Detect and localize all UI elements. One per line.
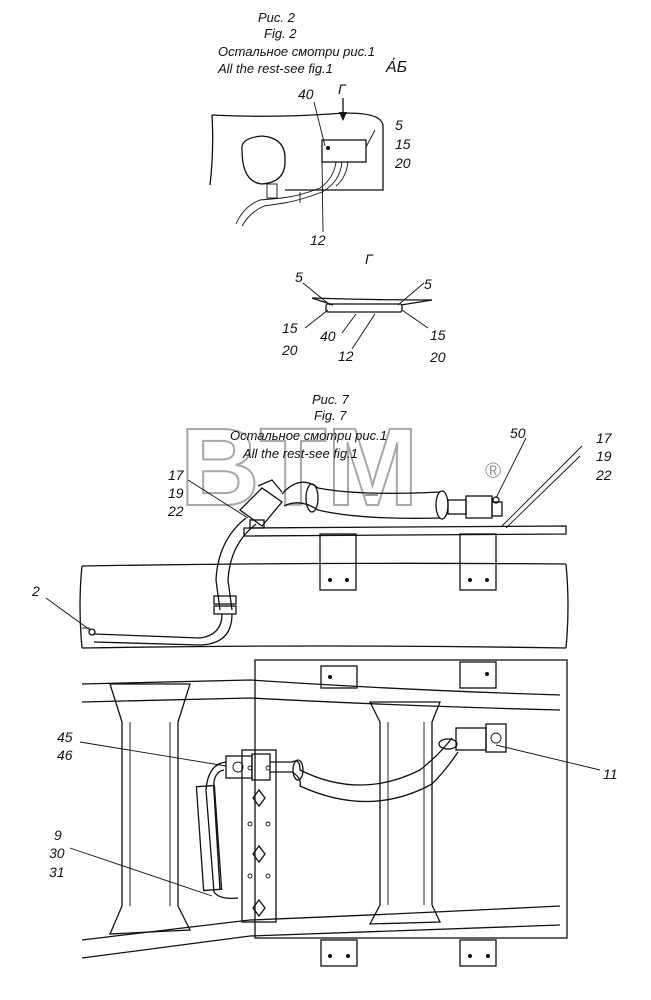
fig2-label-5: 5 (395, 117, 403, 133)
fig7-label-19-left: 19 (168, 485, 184, 501)
fig7-label-17-left: 17 (168, 467, 185, 483)
fig2-view-ab: А́Б (385, 56, 407, 76)
fig2-label-40: 40 (298, 86, 314, 102)
fig7-label-22-left: 22 (167, 503, 184, 519)
section-g-label-20-right: 20 (429, 349, 446, 365)
fig7-note-ru: Остальное смотри рис.1 (230, 428, 387, 443)
plan-view: 45 46 11 9 30 31 (49, 659, 618, 967)
plan-label-46: 46 (57, 747, 73, 763)
section-g: Г 5 5 15 20 40 12 15 20 (281, 251, 446, 365)
fig7-label-19-right: 19 (596, 448, 612, 464)
fig2-caption: Рис. 2 Fig. 2 Остальное смотри рис.1 All… (217, 10, 407, 97)
fig7-caption-ru: Рис. 7 (312, 392, 350, 407)
section-g-label-20-left: 20 (281, 342, 298, 358)
fig7-label-2: 2 (31, 583, 40, 599)
section-g-label-15-right: 15 (430, 327, 446, 343)
fig2-caption-ru: Рис. 2 (258, 10, 296, 25)
plan-label-30: 30 (49, 845, 65, 861)
section-g-label-40: 40 (320, 328, 336, 344)
fig2-view-g: Г (338, 81, 347, 97)
plan-label-9: 9 (54, 827, 62, 843)
fig2-drawing: 40 5 15 20 12 (209, 86, 411, 248)
fig7-label-17-right: 17 (596, 430, 613, 446)
fig7-label-50: 50 (510, 425, 526, 441)
watermark-text: BTM (180, 406, 418, 529)
watermark-registered-mark: ® (485, 458, 501, 483)
fig7-caption-en: Fig. 7 (314, 408, 347, 423)
plan-label-11: 11 (603, 766, 618, 782)
plan-label-31: 31 (49, 864, 65, 880)
section-g-label-5-left: 5 (295, 269, 303, 285)
watermark: BTM ® (179, 405, 501, 530)
section-g-label-12: 12 (338, 348, 354, 364)
section-g-title: Г (365, 251, 374, 267)
section-g-label-15-left: 15 (282, 320, 298, 336)
fig7-side-view: 17 19 22 50 17 19 22 2 (31, 425, 613, 649)
section-g-label-5-right: 5 (424, 276, 432, 292)
fig2-label-15: 15 (395, 136, 411, 152)
fig7-note-en: All the rest-see fig.1 (242, 446, 358, 461)
fig2-note-ru: Остальное смотри рис.1 (218, 44, 375, 59)
fig2-label-20: 20 (394, 155, 411, 171)
fig2-label-12: 12 (310, 232, 326, 248)
fig7-caption: Рис. 7 Fig. 7 Остальное смотри рис.1 All… (230, 392, 387, 461)
fig7-label-22-right: 22 (595, 467, 612, 483)
fig2-caption-en: Fig. 2 (264, 26, 297, 41)
plan-label-45: 45 (57, 729, 73, 745)
fig2-note-en: All the rest-see fig.1 (217, 61, 333, 76)
